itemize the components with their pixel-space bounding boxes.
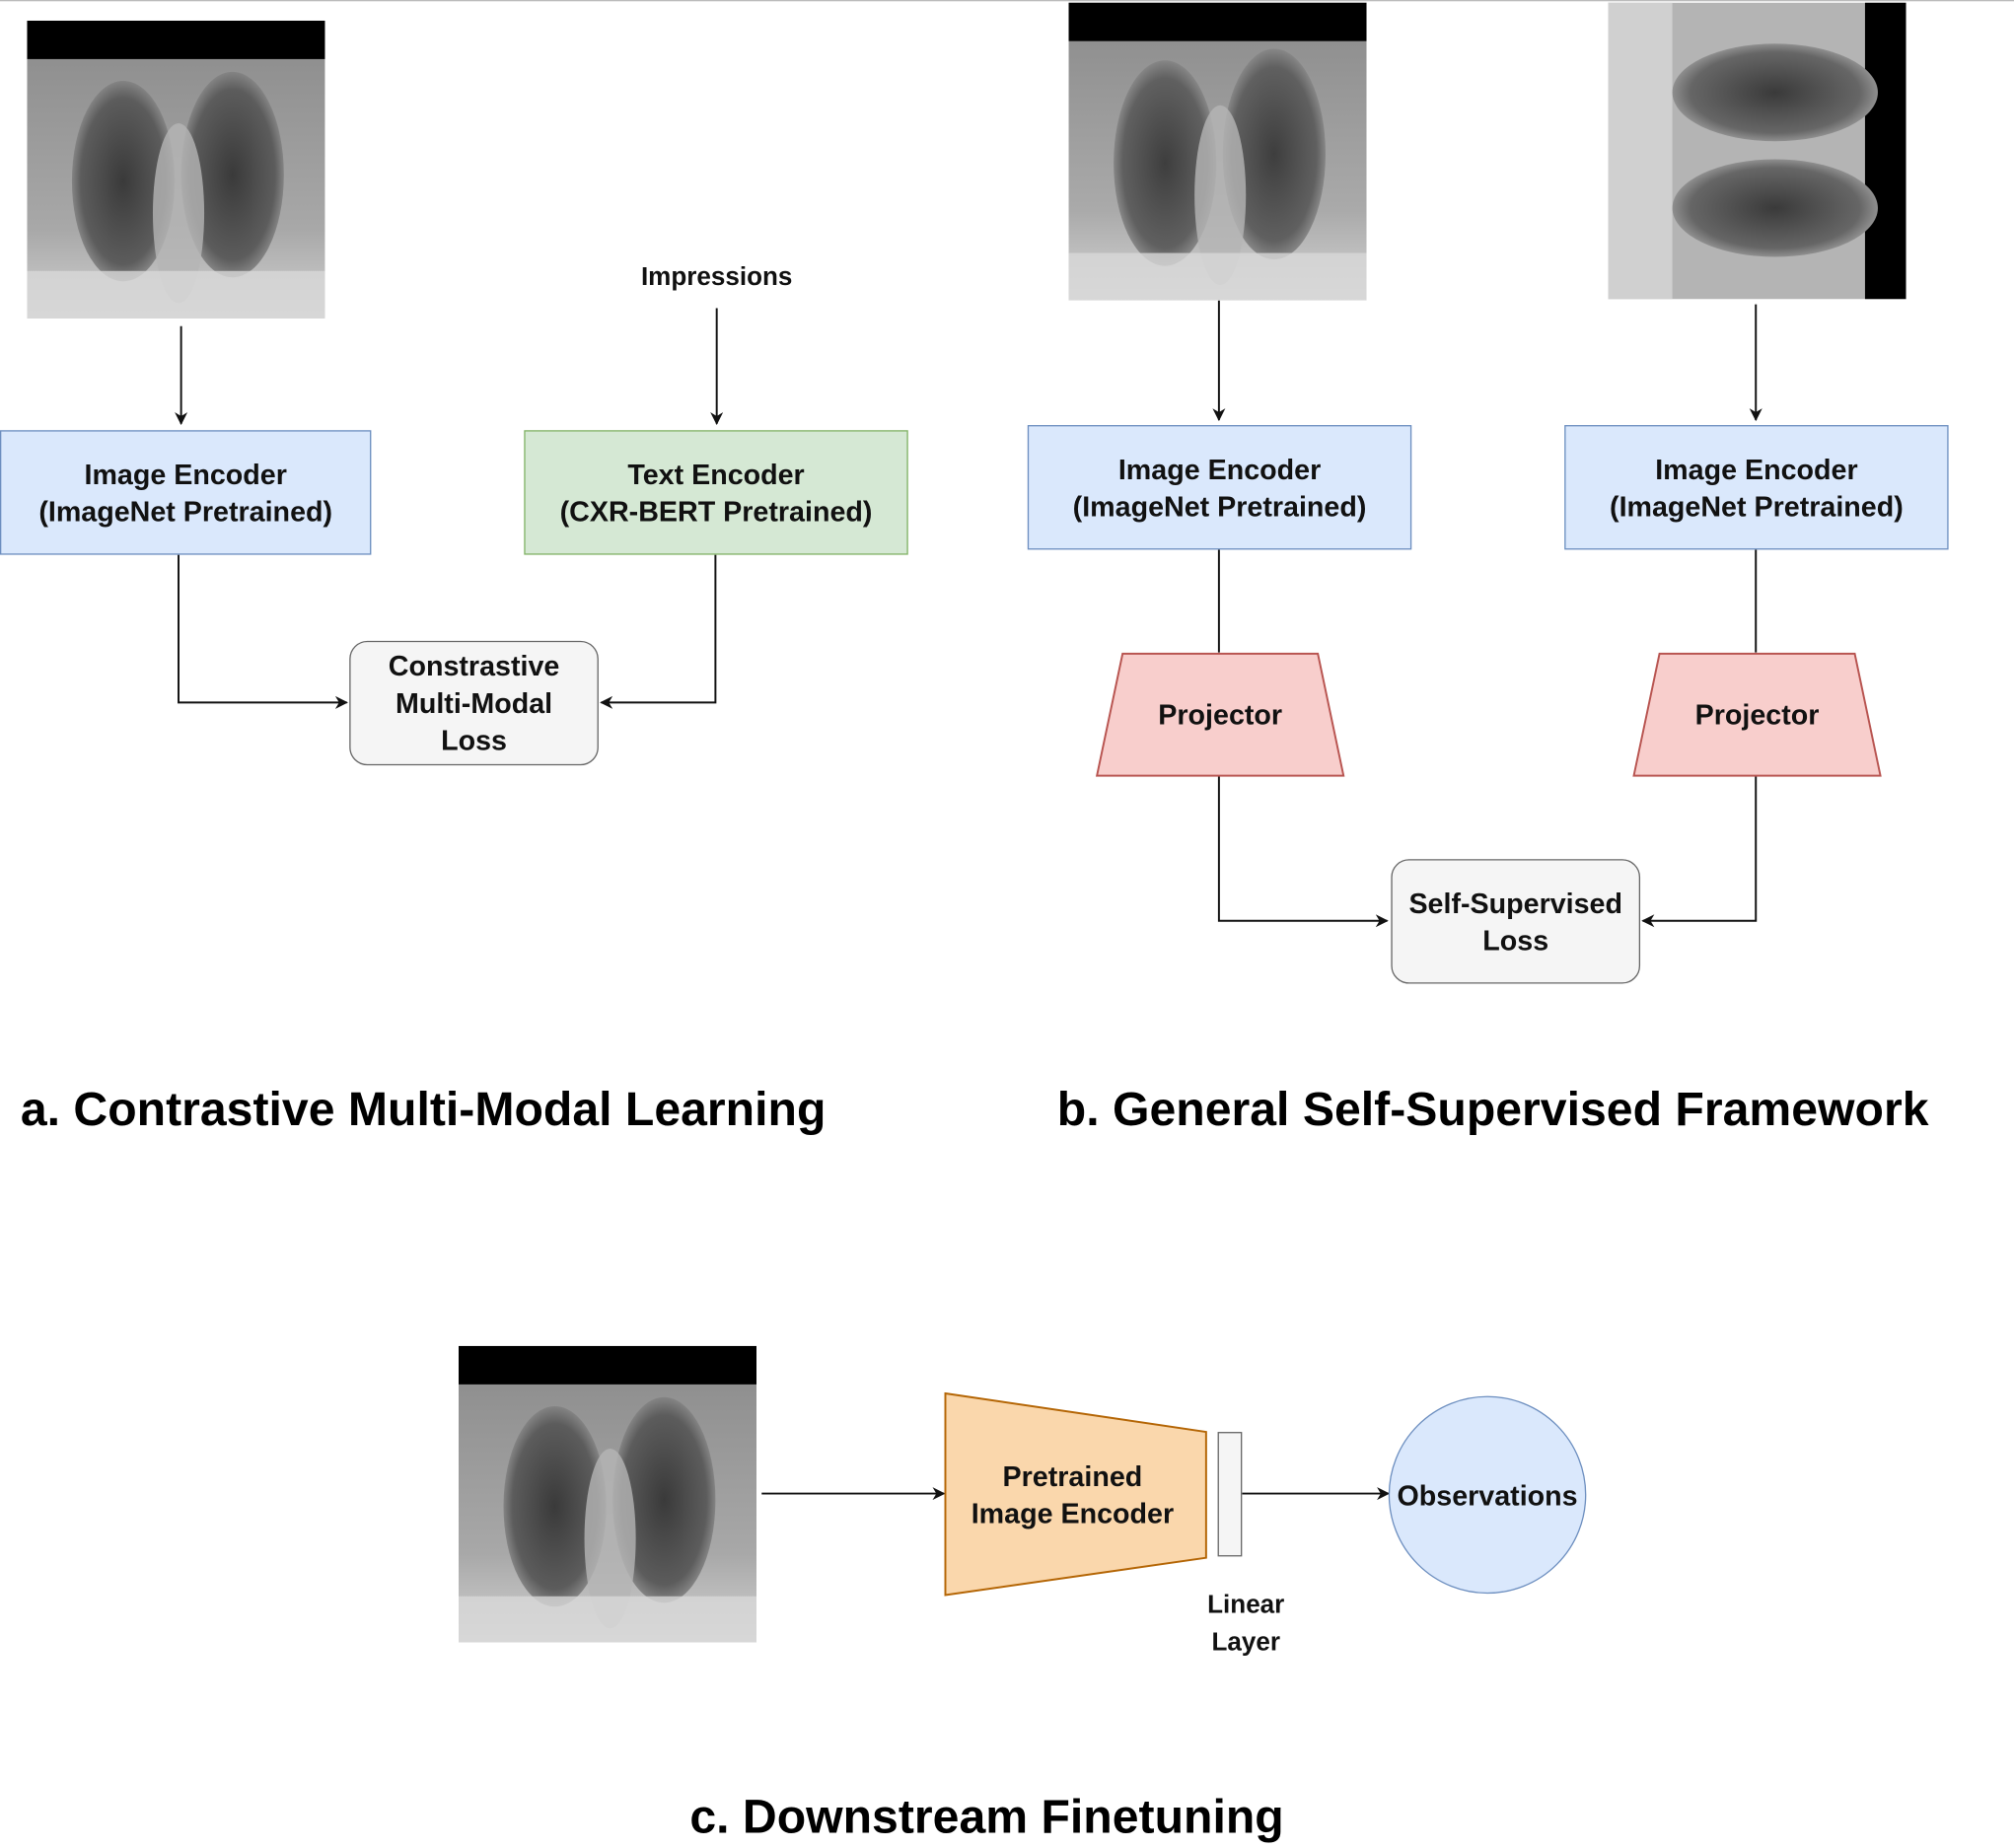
pretrained-image-encoder: Pretrained Image Encoder xyxy=(971,1459,1175,1530)
chest-xray-image xyxy=(1068,2,1367,301)
augmented-xray-image xyxy=(1608,2,1906,300)
projector-left: Projector xyxy=(1158,698,1283,732)
image-encoder-b-right: Image Encoder (ImageNet Pretrained) xyxy=(1564,425,1949,550)
text-encoder: Text Encoder (CXR-BERT Pretrained) xyxy=(524,430,908,555)
top-border xyxy=(0,0,2014,2)
edge-text-encoder-to-loss xyxy=(600,554,717,709)
edge-image-encoder-to-loss xyxy=(178,554,348,709)
linear-layer-shape xyxy=(1217,1432,1243,1557)
projector-right: Projector xyxy=(1694,698,1820,732)
edge-projector-right-to-loss xyxy=(1641,775,1758,928)
panel-b-title: b. General Self-Supervised Framework xyxy=(1056,1082,1929,1136)
contrastive-loss: Constrastive Multi-Modal Loss xyxy=(349,640,599,766)
projector-right-shape xyxy=(1632,652,1882,777)
impressions-label: Impressions xyxy=(640,262,793,292)
image-encoder-a: Image Encoder (ImageNet Pretrained) xyxy=(0,430,372,555)
panel-a-title: a. Contrastive Multi-Modal Learning xyxy=(20,1082,827,1136)
image-encoder-b-left: Image Encoder (ImageNet Pretrained) xyxy=(1027,425,1412,550)
linear-layer-label: Linear Layer xyxy=(1207,1591,1285,1657)
chest-xray-image xyxy=(458,1345,757,1643)
pretrained-encoder-shape xyxy=(944,1391,1207,1597)
edge-projector-left-to-loss xyxy=(1217,775,1389,928)
panel-c-title: c. Downstream Finetuning xyxy=(689,1790,1284,1843)
observations-node: Observations xyxy=(1388,1395,1587,1595)
chest-xray-image xyxy=(27,20,325,319)
projector-left-shape xyxy=(1095,652,1345,777)
self-supervised-loss: Self-Supervised Loss xyxy=(1391,859,1641,984)
